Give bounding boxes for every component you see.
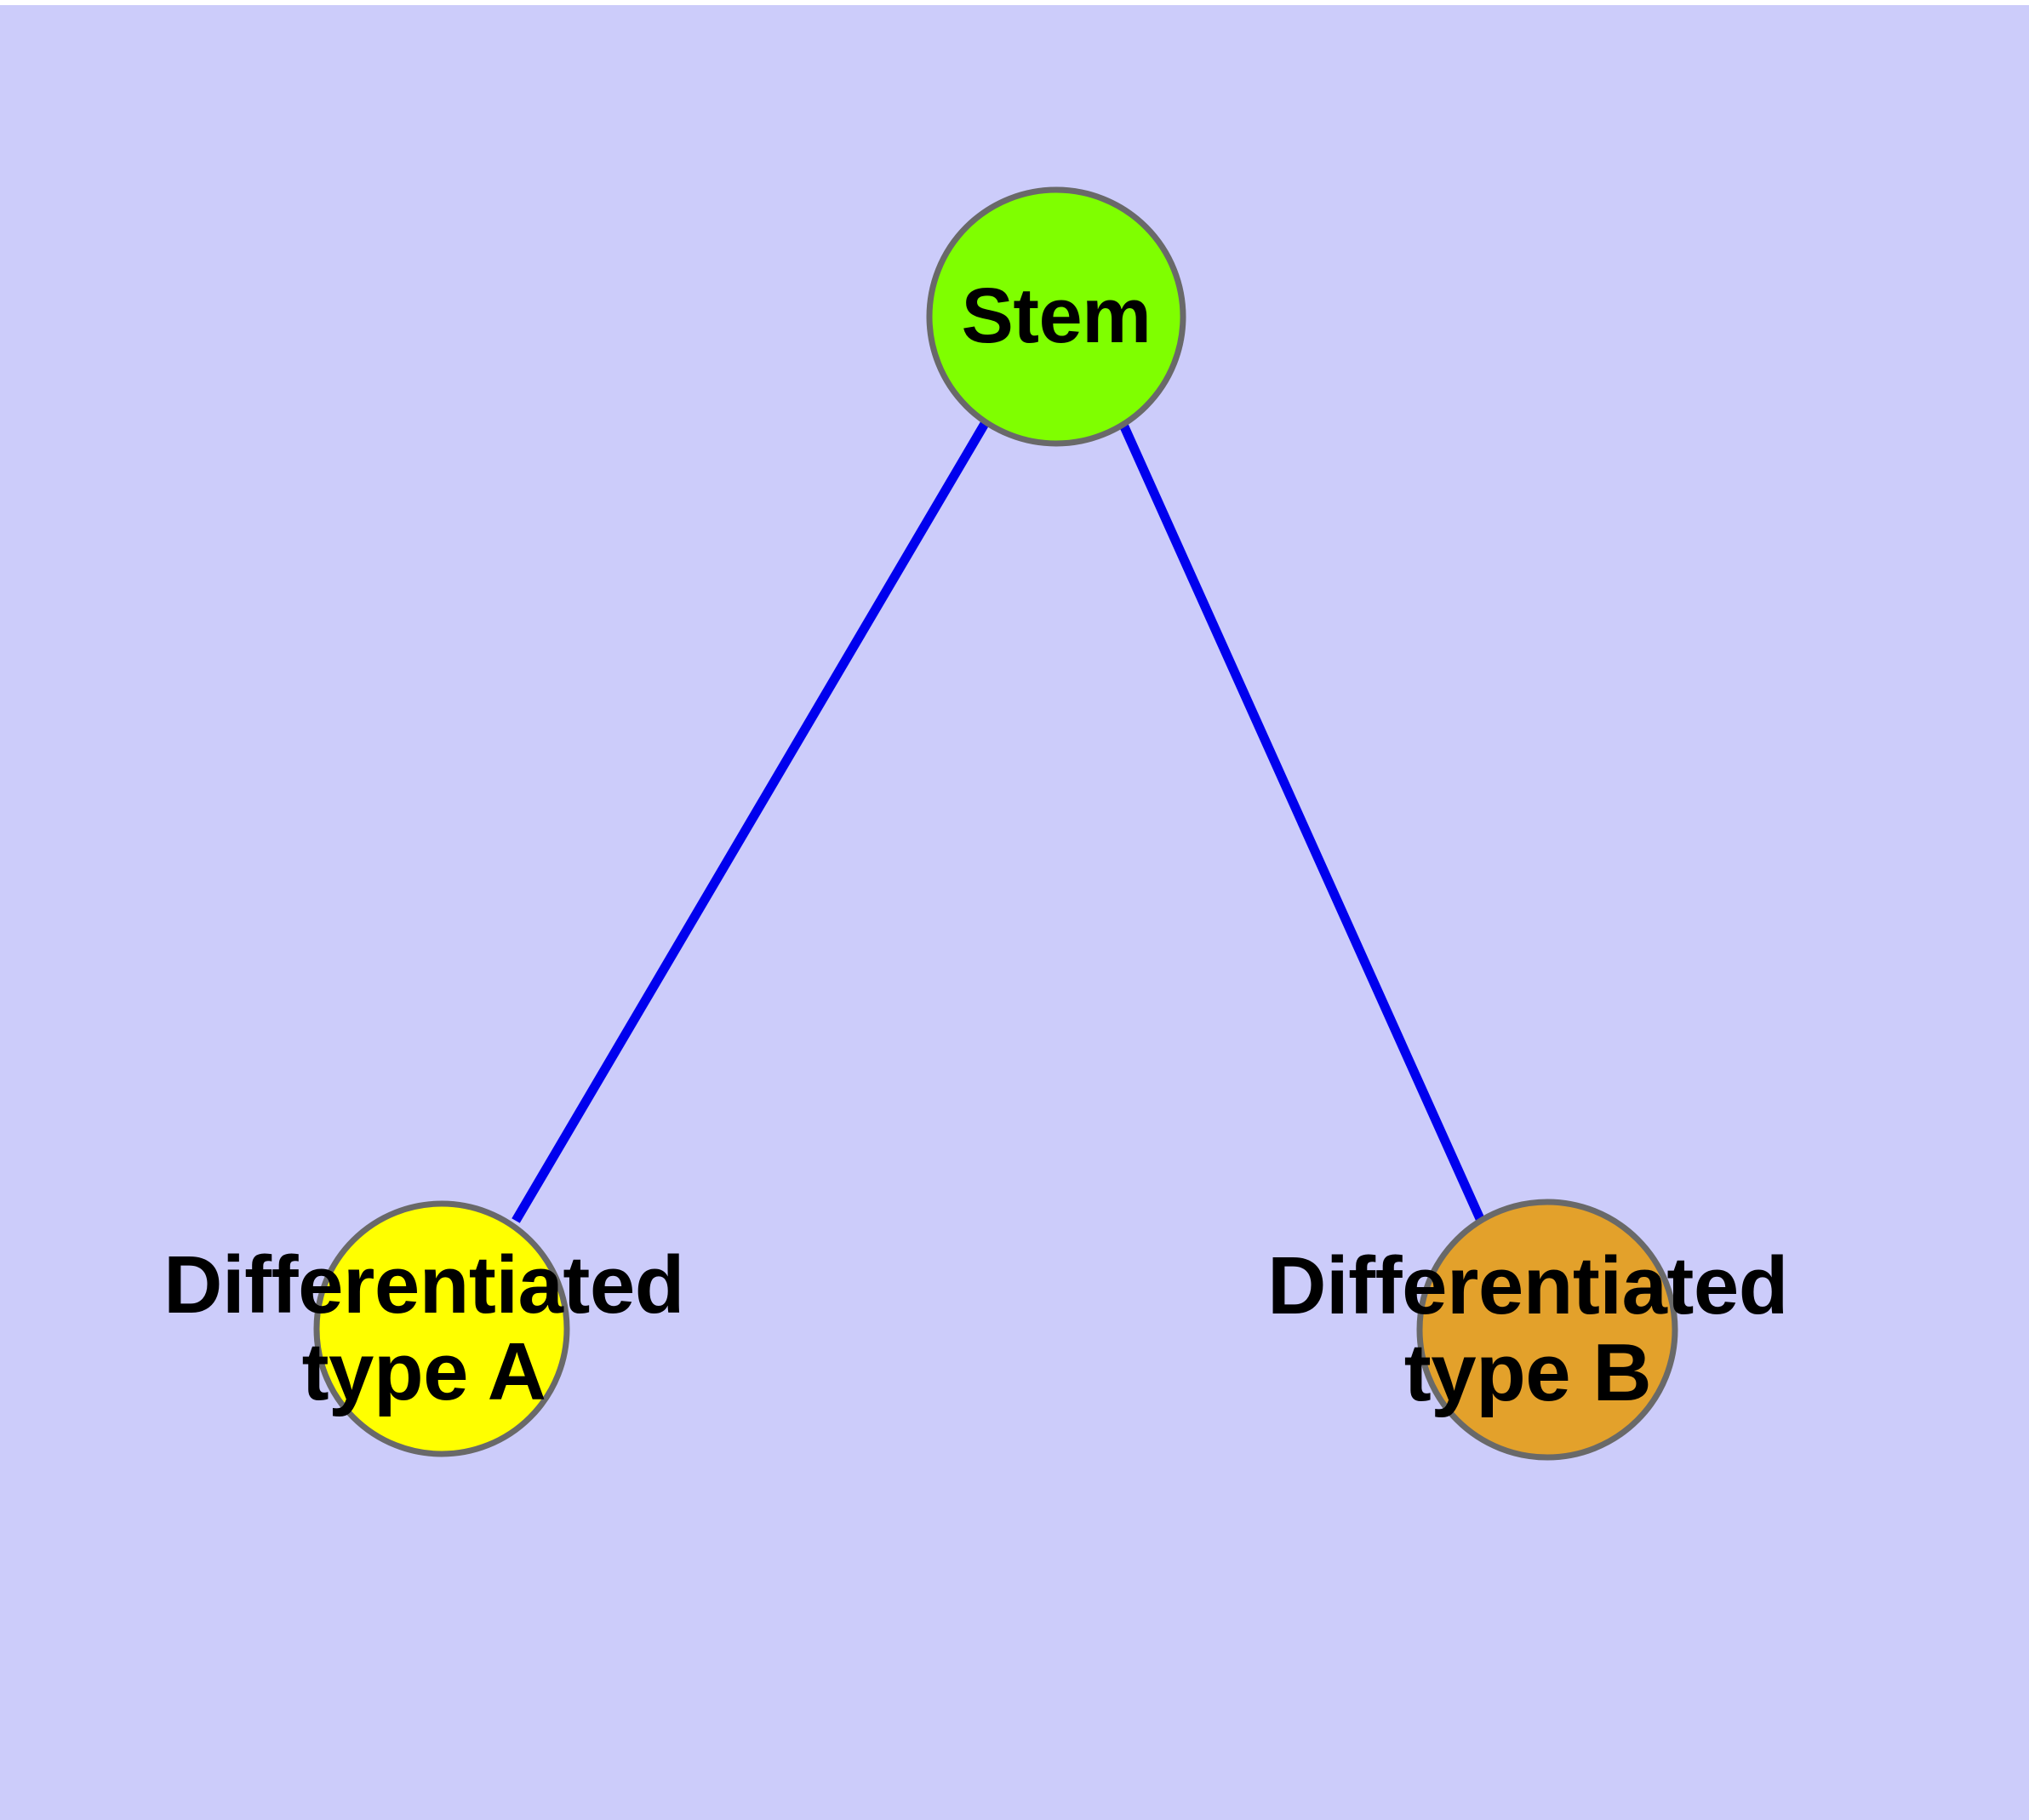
node-differentiated-type-a-circle[interactable] [313,1200,570,1457]
edge-stem-to-differentiated-type-a [512,420,990,1223]
canvas-top-edge-strip [0,0,2029,5]
edge-stem-to-differentiated-type-b [1118,422,1486,1223]
nodes-layer [313,186,1678,1461]
node-stem-circle[interactable] [926,186,1186,447]
edges-layer [512,420,1486,1223]
node-differentiated-type-b-circle[interactable] [1416,1199,1678,1461]
